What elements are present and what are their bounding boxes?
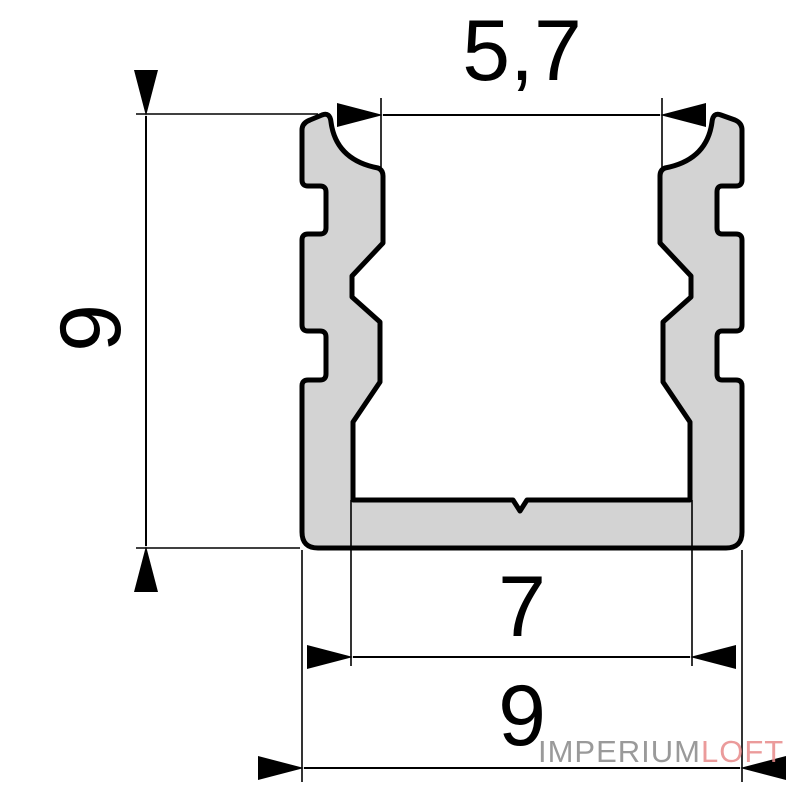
dim-label-height: 9 <box>43 304 139 352</box>
watermark-part1: IMPERIUM <box>538 734 701 769</box>
dim-label-top-inner-width: 5,7 <box>462 3 582 99</box>
extension-lines <box>136 98 743 782</box>
dim-label-outer-width: 9 <box>498 668 546 764</box>
watermark-part2: LOFT <box>701 734 784 769</box>
watermark-logo: IMPERIUMLOFT <box>538 734 784 769</box>
dim-label-inner-floor-width: 7 <box>498 559 546 655</box>
aluminium-profile-shape <box>299 111 745 551</box>
